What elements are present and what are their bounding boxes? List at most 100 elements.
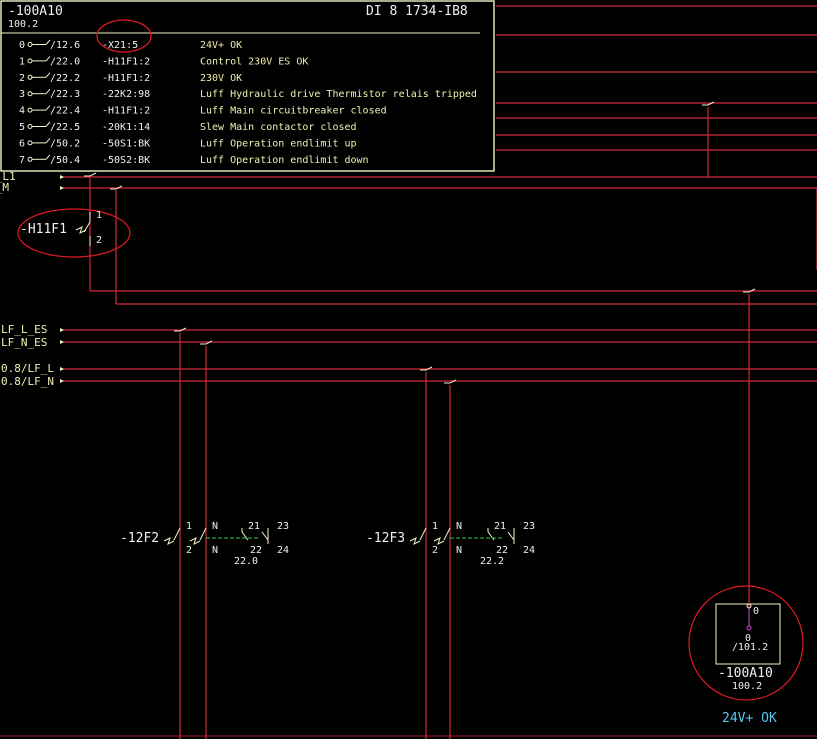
- module-row: 1/22.0 -H11F1:2 Control 230V ES OK: [19, 56, 308, 67]
- module-row: 4/22.4 -H11F1:2 Luff Main circuitbreaker c…: [19, 105, 387, 117]
- f12f3-pin2: 2: [432, 545, 438, 556]
- bus-labels: 0.8/LF_L1 0.8/LF_M LF_L_ES LF_N_ES 0.8/L…: [0, 170, 54, 388]
- f12f3-pin-n-bot: N: [456, 545, 462, 556]
- f12f3-pin1: 1: [432, 521, 438, 532]
- vertical-wires: [89, 107, 817, 739]
- row-description: Luff Operation endlimit down: [200, 155, 369, 166]
- module-sheet: 100.2: [8, 19, 38, 30]
- module-type: DI 8 1734-IB8: [366, 4, 468, 19]
- highlight-x21-circle: [96, 19, 152, 53]
- row-source: -20K1:14: [102, 122, 150, 133]
- device-io-channel[interactable]: 0 0 /101.2 -100A10 100.2 24V+ OK: [688, 585, 804, 726]
- row-description: Luff Operation endlimit up: [200, 138, 357, 149]
- io-ch-top: 0: [753, 606, 759, 617]
- f12f2-tag: -12F2: [120, 531, 159, 546]
- f12f2-pin1: 1: [186, 521, 192, 532]
- row-description: 24V+ OK: [200, 40, 242, 51]
- h11f1-pin1: 1: [96, 210, 102, 221]
- row-channel: 1: [19, 56, 25, 67]
- row-ref: /22.0: [50, 56, 80, 67]
- io-tag: -100A10: [718, 666, 773, 681]
- f12f3-tag: -12F3: [366, 531, 405, 546]
- bus-label-lf-n: 0.8/LF_N: [1, 375, 54, 388]
- row-source: -H11F1:2: [102, 56, 150, 67]
- row-slash: [45, 56, 51, 62]
- row-slash: [45, 39, 51, 45]
- row-ref: /50.4: [50, 155, 80, 166]
- module-row: 6/50.2 -50S1:BK Luff Operation endlimit up: [19, 138, 357, 149]
- module-row: 5/22.5 -20K1:14 Slew Main contactor closed: [19, 121, 357, 133]
- row-ref: /22.4: [50, 106, 80, 117]
- row-source: -H11F1:2: [102, 73, 150, 84]
- device-h11f1[interactable]: -H11F1 1 2: [17, 208, 131, 258]
- row-ref: /22.2: [50, 73, 80, 84]
- f12f2-pin24: 24: [277, 545, 289, 556]
- bus-arrows: [60, 175, 64, 383]
- row-description: 230V OK: [200, 73, 242, 84]
- f12f2-pin23: 23: [277, 521, 289, 532]
- f12f2-ref: 22.0: [234, 556, 258, 567]
- row-ref: /50.2: [50, 138, 80, 149]
- row-description: Luff Main circuitbreaker closed: [200, 106, 387, 117]
- highlight-h11f1-circle: [17, 208, 131, 258]
- row-source: -50S1:BK: [102, 138, 150, 149]
- bus-wires: [0, 5, 817, 737]
- row-ref: /22.5: [50, 122, 80, 133]
- module-row: 7/50.4 -50S2:BK Luff Operation endlimit do…: [19, 154, 369, 166]
- f12f3-pin-n-top: N: [456, 521, 462, 532]
- row-source: -22K2:98: [102, 89, 150, 100]
- row-source: -H11F1:2: [102, 106, 150, 117]
- io-ref: /101.2: [732, 642, 768, 653]
- row-channel: 0: [19, 40, 25, 51]
- row-description: Control 230V ES OK: [200, 56, 308, 67]
- row-channel: 7: [19, 155, 25, 166]
- bus-label-lf-n-es: LF_N_ES: [1, 336, 47, 349]
- row-ref: /22.3: [50, 89, 80, 100]
- module-info-box[interactable]: -100A10 100.2 DI 8 1734-IB8 0/12.6 -X21:5…: [0, 0, 495, 172]
- module-row: 3/22.3 -22K2:98 Luff Hydraulic drive Therm…: [19, 88, 477, 100]
- row-description: Luff Hydraulic drive Thermistor relais t…: [200, 89, 477, 100]
- f12f3-pin24: 24: [523, 545, 535, 556]
- bus-label-lf-l1: 0.8/LF_L1: [0, 170, 16, 183]
- io-ch-bot: 0: [745, 633, 751, 644]
- f12f2-pin2: 2: [186, 545, 192, 556]
- module-row: 0/12.6 -X21:5 24V+ OK: [19, 39, 242, 51]
- row-ref: /12.6: [50, 40, 80, 51]
- module-row: 2/22.2 -H11F1:2 230V OK: [19, 72, 242, 84]
- row-slash: [45, 72, 51, 78]
- row-slash: [45, 105, 51, 111]
- h11f1-pin2: 2: [96, 235, 102, 246]
- module-tag: -100A10: [8, 4, 63, 19]
- row-slash: [45, 154, 51, 160]
- row-slash: [45, 121, 51, 127]
- io-sheet: 100.2: [732, 681, 762, 692]
- row-description: Slew Main contactor closed: [200, 122, 357, 133]
- f12f3-pin23: 23: [523, 521, 535, 532]
- f12f3-pin22: 22: [496, 545, 508, 556]
- row-slash: [45, 88, 51, 95]
- f12f2-pin-n-bot: N: [212, 545, 218, 556]
- row-channel: 4: [19, 106, 25, 117]
- row-channel: 5: [19, 122, 25, 133]
- device-12f2[interactable]: -12F2 1 2 N N 21 22 23 24 22.0: [120, 521, 289, 567]
- f12f2-pin-n-top: N: [212, 521, 218, 532]
- row-source: -50S2:BK: [102, 155, 150, 166]
- f12f2-pin22: 22: [250, 545, 262, 556]
- bus-label-lf-l: 0.8/LF_L: [1, 362, 54, 375]
- row-channel: 3: [19, 89, 25, 100]
- row-channel: 6: [19, 138, 25, 149]
- device-12f3[interactable]: -12F3 1 2 N N 21 22 23 24 22.2: [366, 521, 535, 567]
- row-channel: 2: [19, 73, 25, 84]
- bus-label-lf-l-es: LF_L_ES: [1, 323, 47, 336]
- module-rows: 0/12.6 -X21:5 24V+ OK 1/22.0 -H11F1:2 Control…: [19, 39, 477, 166]
- f12f2-pin21: 21: [248, 521, 260, 532]
- junction-ticks: [84, 101, 756, 384]
- f12f3-ref: 22.2: [480, 556, 504, 567]
- io-signal: 24V+ OK: [722, 711, 777, 726]
- highlight-io-circle: [688, 585, 804, 701]
- h11f1-tag: -H11F1: [20, 222, 67, 237]
- row-slash: [45, 138, 51, 144]
- row-source: -X21:5: [102, 40, 138, 51]
- f12f3-pin21: 21: [494, 521, 506, 532]
